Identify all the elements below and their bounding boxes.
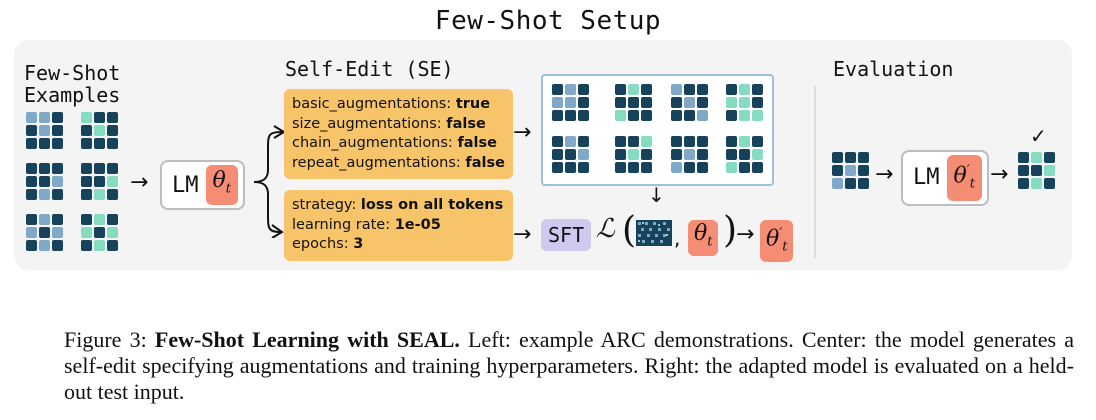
- example-grid: [81, 163, 118, 200]
- train-row: learning rate: 1e-05: [292, 216, 441, 233]
- adapted-lm-box: LM θ′t: [901, 150, 989, 206]
- evaluation-label: Evaluation: [833, 57, 954, 81]
- augmented-grid: [671, 136, 708, 173]
- arrow-icon: →: [875, 162, 894, 187]
- arrow-icon: →: [513, 120, 532, 145]
- few-shot-label-line1: Few-Shot: [24, 61, 121, 85]
- arrow-icon: →: [513, 222, 532, 247]
- few-shot-label: Few-Shot Examples: [24, 62, 120, 106]
- caption-figure-number: Figure 3:: [64, 327, 155, 352]
- arrow-icon: →: [736, 222, 755, 247]
- training-card: strategy: loss on all tokens learning ra…: [284, 190, 513, 261]
- loss-open-paren: (: [622, 210, 637, 251]
- example-grid: [81, 112, 118, 149]
- augmented-grid: [552, 136, 589, 173]
- caption-bold-title: Few-Shot Learning with SEAL.: [154, 327, 460, 352]
- lm-label: LM: [172, 172, 199, 198]
- loss-close-paren: ): [723, 210, 738, 251]
- predicted-output-grid: [1018, 152, 1055, 189]
- arrow-icon: →: [130, 170, 149, 195]
- test-input-grid: [832, 152, 869, 189]
- augmented-grid: [615, 136, 652, 173]
- check-icon: ✓: [1030, 124, 1047, 148]
- aug-row: chain_augmentations: false: [292, 135, 497, 151]
- example-grid: [26, 163, 63, 200]
- example-grid: [26, 112, 63, 149]
- loss-thumbnail-icon: [636, 220, 672, 246]
- theta-t-loss: θt: [688, 220, 719, 257]
- brace-icon: [253, 125, 286, 238]
- augmented-grid: [726, 136, 763, 173]
- augmented-grid: [552, 84, 589, 121]
- down-arrow-icon: ↓: [648, 183, 665, 207]
- augmentation-card: basic_augmentations: true size_augmentat…: [284, 89, 513, 179]
- augmented-grid: [671, 84, 708, 121]
- figure-caption: Figure 3: Few-Shot Learning with SEAL. L…: [64, 327, 1074, 405]
- lm-box: LM θt: [160, 160, 245, 211]
- theta-t-prime-eval: θ′t: [946, 155, 982, 201]
- aug-row: size_augmentations: false: [292, 115, 486, 132]
- augmented-data-box: [541, 74, 774, 186]
- arrow-icon: →: [990, 162, 1009, 187]
- example-grid: [81, 214, 118, 251]
- aug-row: basic_augmentations: true: [292, 96, 491, 112]
- example-grid: [26, 214, 63, 251]
- loss-symbol: ℒ: [596, 214, 615, 244]
- self-edit-label: Self-Edit (SE): [285, 57, 454, 81]
- sft-box: SFT: [541, 219, 592, 251]
- lm-label: LM: [913, 165, 940, 191]
- figure-title: Few-Shot Setup: [434, 6, 662, 36]
- caption-text: Left: example ARC demonstrations. Center…: [64, 327, 1074, 404]
- augmented-grid: [615, 84, 652, 121]
- few-shot-label-line2: Examples: [24, 83, 121, 107]
- train-row: epochs: 3: [292, 236, 364, 252]
- theta-t-prime: θ′t: [760, 220, 794, 262]
- loss-comma: ,: [674, 226, 681, 250]
- theta-t: θt: [205, 165, 238, 206]
- train-row: strategy: loss on all tokens: [292, 197, 504, 213]
- augmented-grid: [726, 84, 763, 121]
- section-divider: [814, 86, 816, 258]
- aug-row: repeat_augmentations: false: [292, 154, 505, 171]
